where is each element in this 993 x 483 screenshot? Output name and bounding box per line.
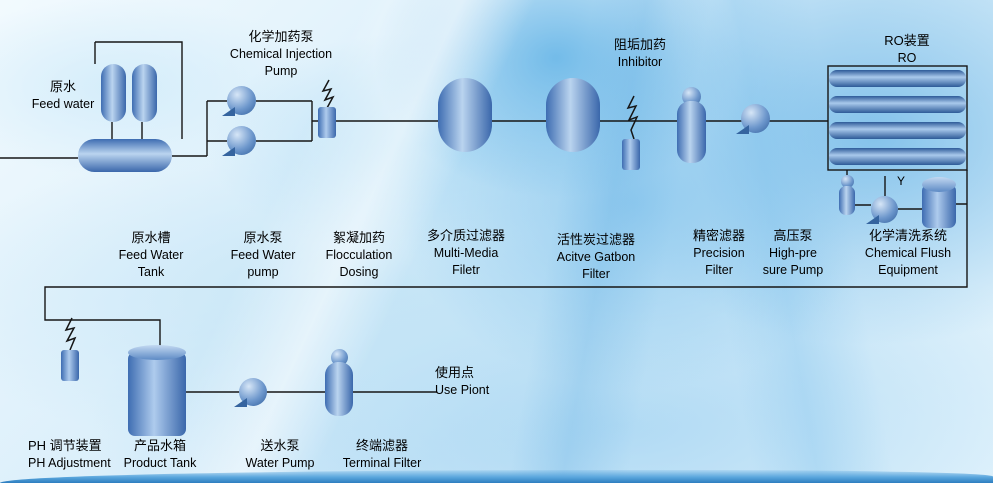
terminal-filter-dome [331,349,348,366]
inhibitor-dosing-unit [622,139,640,170]
y-strainer-marker: Y [897,174,906,188]
terminal-filter-vessel [325,362,353,416]
flocculation-dosing-unit [318,107,336,138]
ro-membrane-vessel-2 [829,96,966,113]
carbon-filter-vessel [546,78,600,152]
label-chemical-injection-pump: 化学加药泵 Chemical Injection Pump [229,29,333,78]
label-flocculation-dosing: 絮凝加药 Flocculation Dosing [325,230,393,279]
chemical-flush-vessel-dome [841,175,854,188]
high-pressure-pump-shape [741,104,770,133]
multi-media-filter-vessel [438,78,492,152]
label-ro-unit: RO装置 RO [884,33,930,65]
feed-water-tank-shape [78,139,172,172]
label-water-pump: 送水泵 Water Pump [245,438,315,470]
ro-membrane-vessel-4 [829,148,966,165]
bottom-water-wave [0,470,993,483]
product-tank-shape [128,345,186,436]
label-product-tank: 产品水箱 Product Tank [123,438,197,470]
label-high-pressure-pump: 高压泵 High-pre sure Pump [762,228,824,277]
chemical-flush-pump [871,196,898,223]
pipe-lines [0,41,968,393]
chemical-flush-tank [922,177,956,228]
label-use-point: 使用点 Use Piont [435,365,490,397]
feed-water-pump-1 [227,86,256,115]
label-multi-media-filter: 多介质过滤器 Multi-Media Filetr [426,228,505,277]
ph-dosing-bolt [64,317,77,351]
inhibitor-dosing-bolt [626,95,639,140]
ph-dosing-unit [61,350,79,381]
label-feed-water-tank: 原水槽 Feed Water Tank [118,230,184,279]
feed-water-capsule-right [132,64,157,122]
label-inhibitor: 阻垢加药 Inhibitor [613,37,666,69]
feed-water-pump-2 [227,126,256,155]
label-precision-filter: 精密滤器 Precision Filter [692,228,745,277]
label-feed-water-pump: 原水泵 Feed Water pump [230,230,296,279]
label-chemical-flush: 化学清洗系统 Chemical Flush Equipment [864,228,952,277]
label-carbon-filter: 活性炭过滤器 Acitve Gatbon Filter [556,232,636,281]
precision-filter-vessel [677,101,706,163]
ro-membrane-vessel-3 [829,122,966,139]
label-terminal-filter: 终端滤器 Terminal Filter [342,438,422,470]
water-pump-shape [239,378,267,406]
feed-water-capsule-left [101,64,126,122]
label-ph-adjustment: PH 调节装置 PH Adjustment [28,438,111,470]
ro-frame [827,65,968,171]
chemical-flush-vessel [839,186,855,215]
label-feed-water: 原水 Feed water [31,79,95,111]
ro-membrane-vessel-1 [829,70,966,87]
flocculation-dosing-bolt [321,79,335,109]
